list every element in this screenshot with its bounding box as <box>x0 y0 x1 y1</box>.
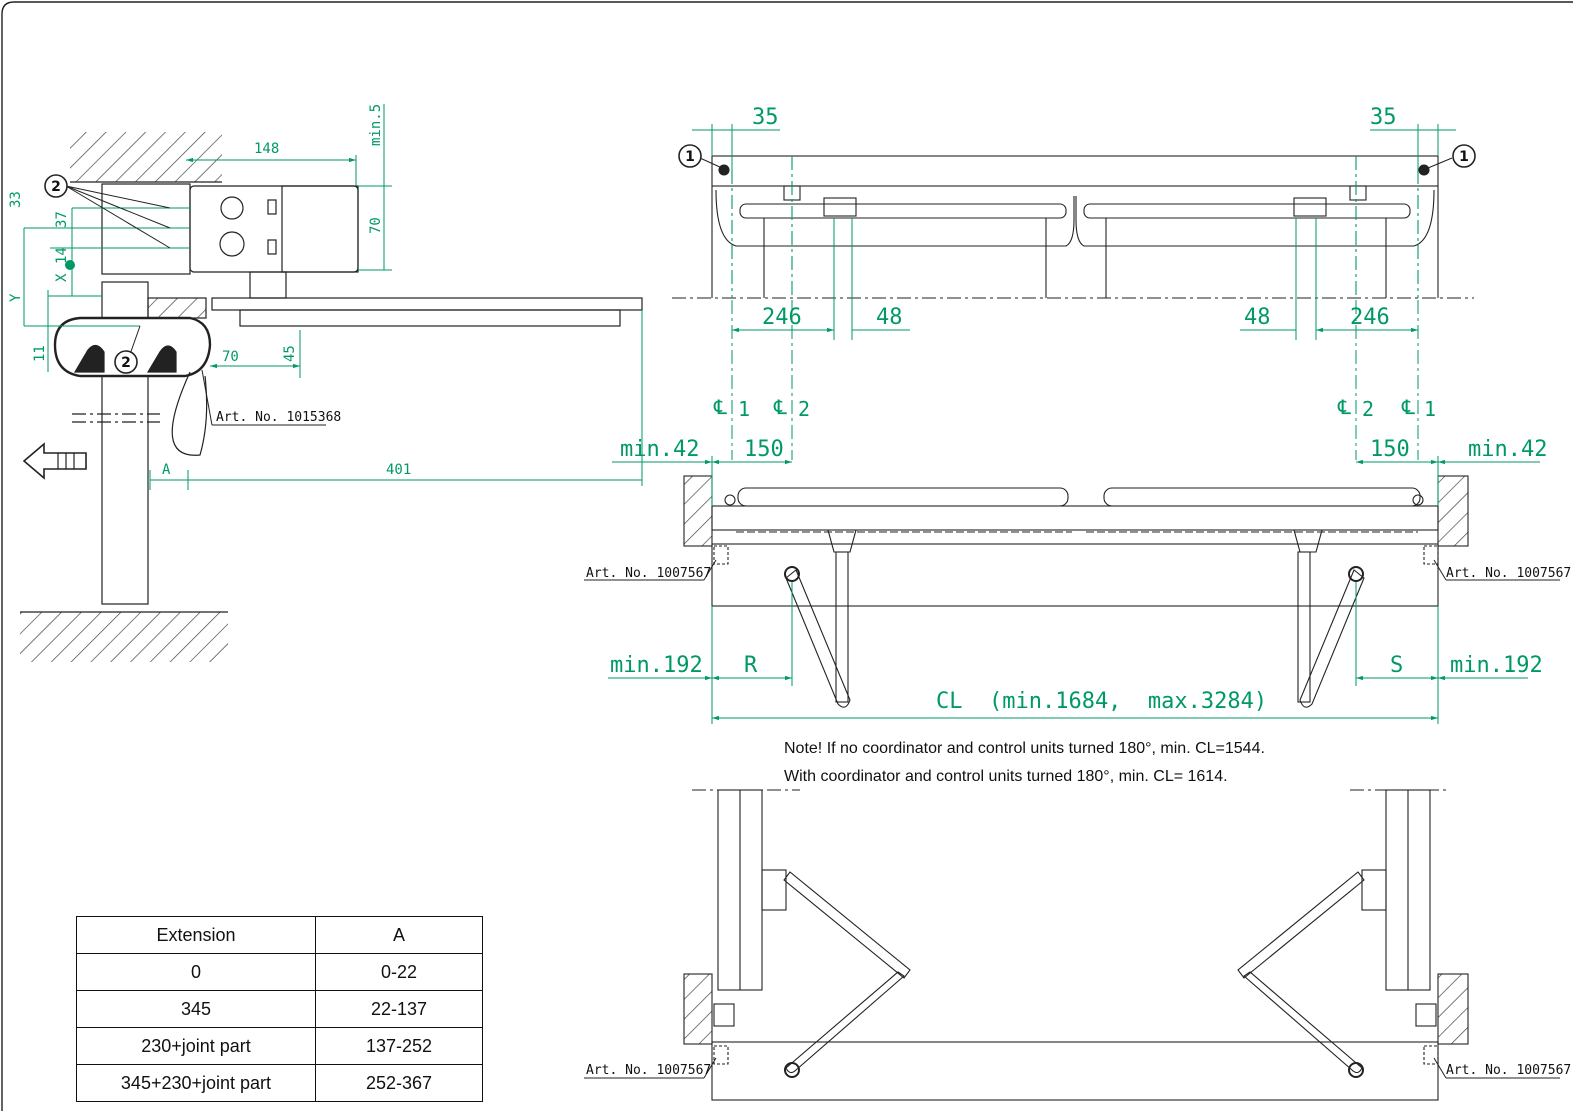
top-plan-view <box>672 155 1474 299</box>
a-cell: 252-367 <box>315 1064 483 1102</box>
dim-150-right: 150 <box>1370 437 1410 462</box>
centerline-1-right: 1 <box>1424 397 1436 421</box>
sash-right <box>1103 487 1421 507</box>
callout-2-bottom: 2 <box>121 355 131 371</box>
dim-45: 45 <box>282 345 298 362</box>
dim-min192-right: min.192 <box>1450 653 1543 678</box>
table-row: 230+joint part 137-252 <box>76 1027 483 1065</box>
actuator-arm <box>211 297 643 311</box>
art-no-1007567-front-left: Art. No. 1007567 <box>586 566 711 581</box>
extension-table: Extension A 0 0-22 345 22-137 230+joint … <box>76 916 483 1102</box>
header-extension: Extension <box>76 916 316 954</box>
floor-hatch <box>20 612 228 662</box>
callout-2-top: 2 <box>51 179 61 195</box>
dim-150-left: 150 <box>744 437 784 462</box>
side-view-dimensions <box>23 104 643 490</box>
centerline-2-right: 2 <box>1362 397 1374 421</box>
centerline-1-left: 1 <box>738 397 750 421</box>
table-header-row: Extension A <box>76 916 483 954</box>
svg-text:℄: ℄ <box>1401 395 1415 419</box>
arm-right-front <box>1299 569 1365 708</box>
art-no-1007567-open-left: Art. No. 1007567 <box>586 1063 711 1078</box>
art-no-leaders-front <box>584 559 1560 581</box>
dim-min5: min.5 <box>368 104 384 146</box>
sash-left <box>737 487 1069 507</box>
table-row: 345 22-137 <box>76 990 483 1028</box>
dim-cl: CL (min.1684, max.3284) <box>936 689 1267 714</box>
dim-min42-right: min.42 <box>1468 437 1547 462</box>
dim-11: 11 <box>32 345 48 362</box>
top-view-dimensions <box>692 124 1456 460</box>
a-cell: 137-252 <box>315 1027 483 1065</box>
dim-14: 14 <box>54 247 70 264</box>
dim-37: 37 <box>54 211 70 228</box>
svg-text:℄: ℄ <box>773 395 787 419</box>
note-line-2: With coordinator and control units turne… <box>784 768 1228 785</box>
chain-actuator-right <box>1083 203 1411 219</box>
dim-148: 148 <box>254 141 279 157</box>
dim-48-right: 48 <box>1244 305 1271 330</box>
header-a: A <box>315 916 483 954</box>
extension-cell: 345+230+joint part <box>76 1064 316 1102</box>
opening-direction-arrow-icon <box>22 442 87 480</box>
extension-cell: 230+joint part <box>76 1027 316 1065</box>
callout-1-leaders <box>699 157 1453 169</box>
dim-70-vertical: 70 <box>368 217 384 234</box>
actuator-housing <box>189 185 359 273</box>
svg-text:℄: ℄ <box>1337 395 1351 419</box>
front-elevation-view <box>683 475 1469 708</box>
extension-cell: 345 <box>76 990 316 1028</box>
art-no-1007567-open-right: Art. No. 1007567 <box>1446 1063 1571 1078</box>
art-no-1007567-front-right: Art. No. 1007567 <box>1446 566 1571 581</box>
dim-min42-left: min.42 <box>620 437 699 462</box>
side-section-view <box>20 132 643 662</box>
dim-246-left: 246 <box>762 305 802 330</box>
a-cell: 0-22 <box>315 953 483 991</box>
arm-left-front <box>785 569 851 708</box>
ceiling-hatch <box>70 132 222 182</box>
dim-48-left: 48 <box>876 305 903 330</box>
dim-33: 33 <box>8 191 24 208</box>
callout-2-leaders <box>65 185 326 426</box>
table-row: 345+230+joint part 252-367 <box>76 1064 483 1102</box>
dim-s: S <box>1390 653 1403 678</box>
art-no-1015368: Art. No. 1015368 <box>216 410 341 425</box>
window-frame-profile <box>101 183 191 275</box>
table-row: 0 0-22 <box>76 953 483 991</box>
extension-cell: 0 <box>76 953 316 991</box>
pivot-point-marker <box>65 260 75 270</box>
dim-r: R <box>744 653 758 678</box>
svg-text:℄: ℄ <box>713 395 727 419</box>
art-no-leaders-open <box>584 1057 1560 1079</box>
centerline-2-left: 2 <box>798 397 810 421</box>
dim-246-right: 246 <box>1350 305 1390 330</box>
open-arm-left <box>783 871 911 979</box>
open-arm-right <box>1237 871 1365 979</box>
note-line-1: Note! If no coordinator and control unit… <box>784 740 1265 757</box>
open-position-view <box>683 789 1469 1101</box>
chain-actuator-left <box>739 203 1067 219</box>
dim-401: 401 <box>386 462 411 478</box>
dim-35-right: 35 <box>1370 105 1397 130</box>
dim-a: A <box>162 462 171 478</box>
dim-min192-left: min.192 <box>610 653 703 678</box>
dim-35-left: 35 <box>752 105 779 130</box>
dim-y: Y <box>8 293 24 302</box>
callout-1-right: 1 <box>1459 149 1469 165</box>
front-view-dimensions <box>608 456 1540 724</box>
a-cell: 22-137 <box>315 990 483 1028</box>
dim-x: X <box>54 273 70 282</box>
dim-70-horizontal: 70 <box>222 349 239 365</box>
callout-1-left: 1 <box>685 149 695 165</box>
